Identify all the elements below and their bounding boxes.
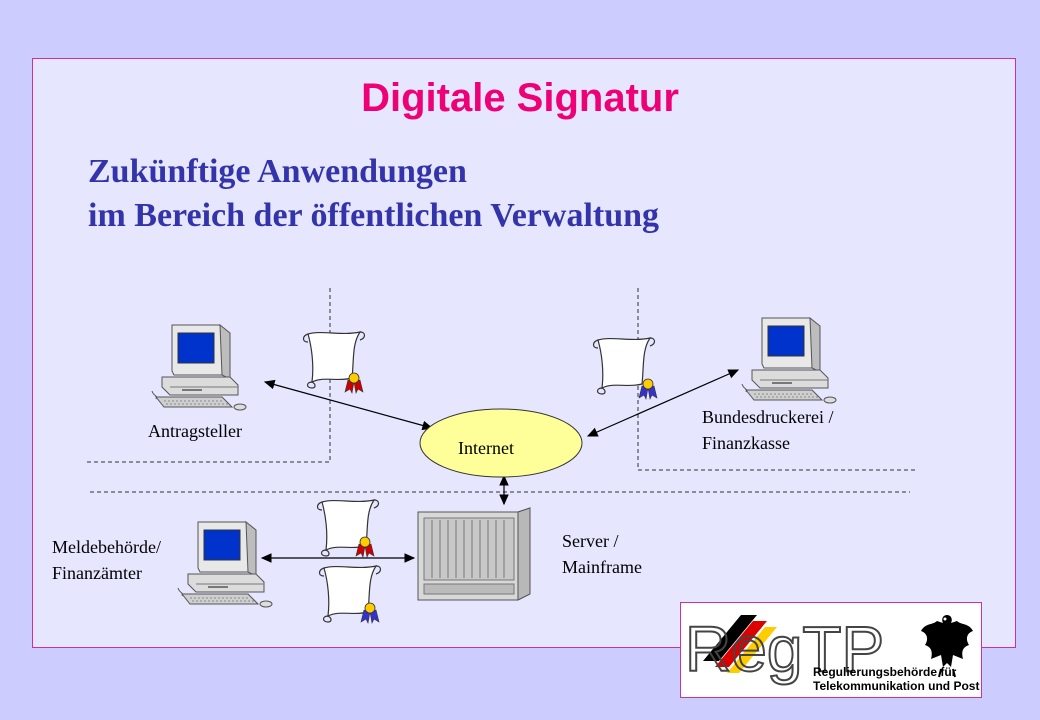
server-line-1: Server /: [562, 531, 619, 551]
meldebehoerde-line-2: Finanzämter: [52, 563, 142, 583]
server-line-2: Mainframe: [562, 557, 642, 577]
subtitle-line-2: im Bereich der öffentlichen Verwaltung: [88, 197, 660, 234]
server-rack-icon: [417, 507, 531, 601]
meldebehoerde-line-1: Meldebehörde/: [52, 537, 161, 557]
logo-caption-line-2: Telekommunikation und Post: [813, 679, 980, 693]
logo-caption: Regulierungsbehörde für Telekommunikatio…: [813, 665, 979, 693]
server-label: Server / Mainframe: [562, 528, 642, 580]
meldebehoerde-label: Meldebehörde/ Finanzämter: [52, 534, 161, 586]
internet-node: [419, 408, 583, 478]
slide-subtitle: Zukünftige Anwendungen im Bereich der öf…: [88, 150, 659, 238]
wordmark-text: RegTP: [685, 613, 884, 685]
bundesdruckerei-line-1: Bundesdruckerei /: [702, 407, 834, 427]
antragsteller-label: Antragsteller: [148, 421, 242, 441]
regtp-wordmark: RegTP: [684, 612, 973, 686]
computer-icon: [741, 317, 837, 404]
connections: [260, 369, 740, 563]
subtitle-line-1: Zukünftige Anwendungen: [88, 153, 467, 190]
bundesdruckerei-label: Bundesdruckerei / Finanzkasse: [702, 404, 833, 456]
computer-icon: [177, 521, 273, 608]
regtp-logo: RegTP Regulierungsbehörde für Telekommun…: [680, 602, 982, 698]
bundesdruckerei-line-2: Finanzkasse: [702, 433, 790, 453]
federal-eagle-icon: [921, 615, 973, 678]
internet-label: Internet: [458, 438, 514, 458]
slide-title: Digitale Signatur: [361, 76, 679, 120]
computer-icon: [151, 324, 247, 411]
logo-caption-line-1: Regulierungsbehörde für: [813, 665, 957, 679]
